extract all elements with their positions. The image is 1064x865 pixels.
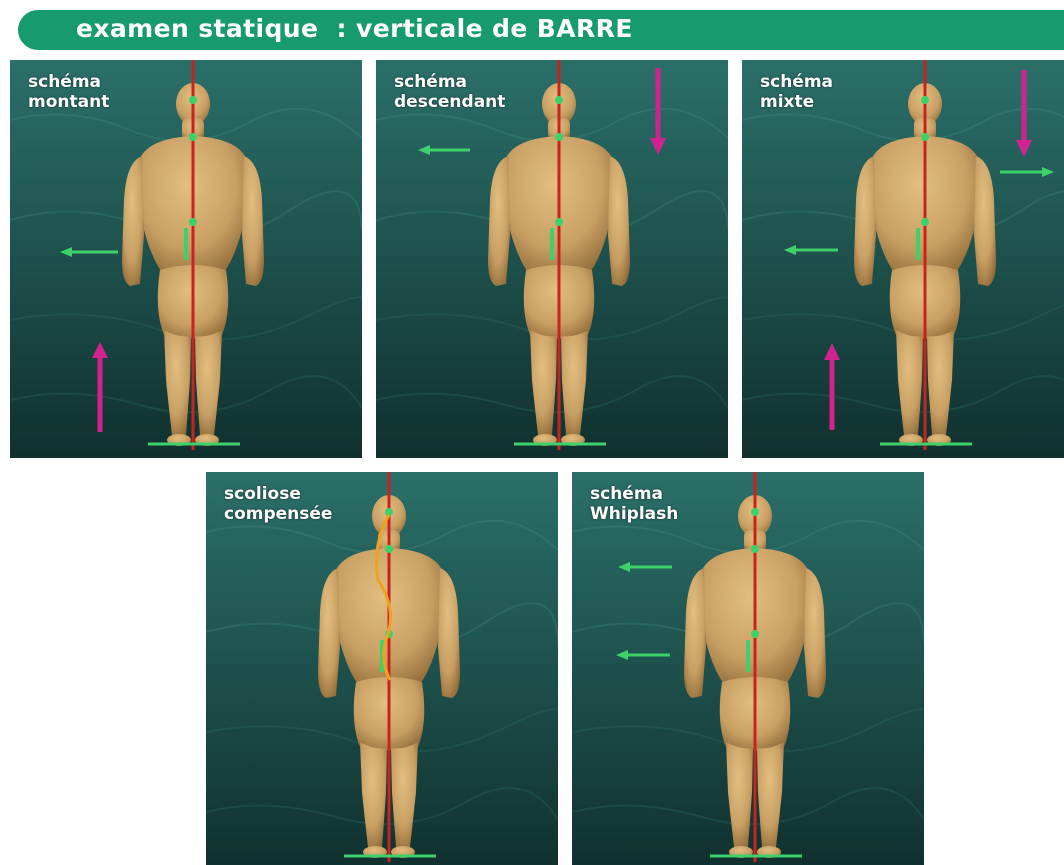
figure-illustration bbox=[10, 60, 362, 458]
panel-label: schéma montant bbox=[28, 72, 109, 112]
panel-schema-descendant: schéma descendant bbox=[376, 60, 728, 458]
panel-schema-mixte: schéma mixte bbox=[742, 60, 1064, 458]
figure-illustration bbox=[572, 472, 924, 865]
panel-label-line1: schéma bbox=[28, 72, 109, 92]
panel-label-line1: schéma bbox=[394, 72, 505, 92]
panel-label-line1: schéma bbox=[760, 72, 833, 92]
header-band: examen statique : verticale de BARRE bbox=[0, 0, 1064, 57]
panel-schema-montant: schéma montant bbox=[10, 60, 362, 458]
panel-label-line2: descendant bbox=[394, 92, 505, 112]
figure-illustration bbox=[742, 60, 1064, 458]
panel-label: schéma Whiplash bbox=[590, 484, 678, 524]
panel-label-line2: mixte bbox=[760, 92, 833, 112]
panel-label-line1: schéma bbox=[590, 484, 678, 504]
panel-label-line2: Whiplash bbox=[590, 504, 678, 524]
panel-label: scoliose compensée bbox=[224, 484, 332, 524]
panel-scoliose-compensee: scoliose compensée bbox=[206, 472, 558, 865]
page-title: examen statique : verticale de BARRE bbox=[76, 14, 633, 43]
panel-label: schéma descendant bbox=[394, 72, 505, 112]
panel-label-line1: scoliose bbox=[224, 484, 332, 504]
panel-label: schéma mixte bbox=[760, 72, 833, 112]
panel-schema-whiplash: schéma Whiplash bbox=[572, 472, 924, 865]
panel-label-line2: compensée bbox=[224, 504, 332, 524]
figure-illustration bbox=[206, 472, 558, 865]
panel-label-line2: montant bbox=[28, 92, 109, 112]
figure-illustration bbox=[376, 60, 728, 458]
